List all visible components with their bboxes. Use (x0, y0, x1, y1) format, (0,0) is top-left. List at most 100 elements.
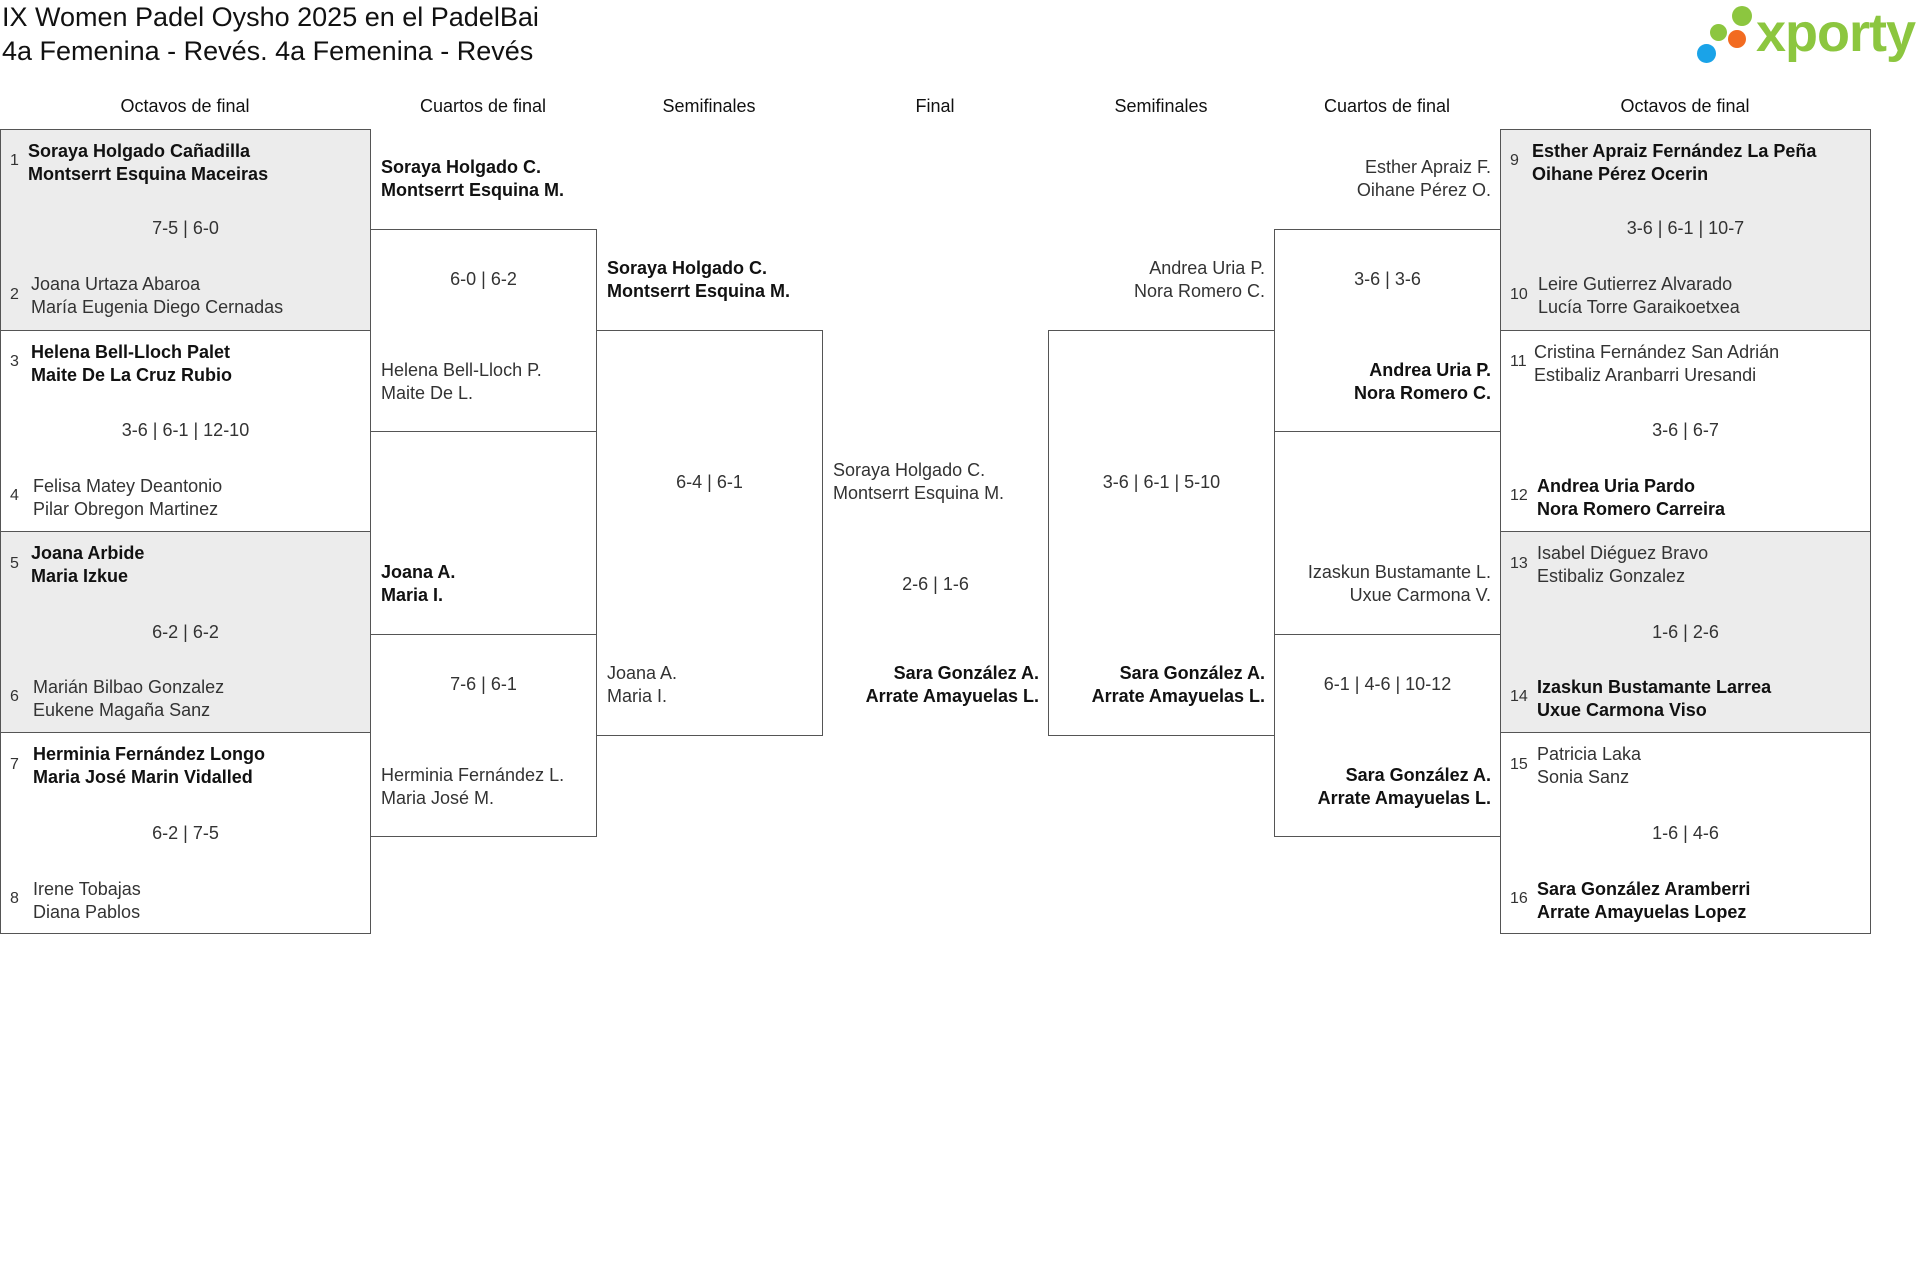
team-name: Estibaliz Aranbarri Uresandi (1534, 365, 1757, 385)
final-score: 2-6 | 1-6 (902, 574, 969, 594)
seed-number: 9 (1510, 152, 1519, 169)
team-name: Sara González A. (1345, 765, 1491, 785)
header-left-octavos: Octavos de final (120, 96, 250, 116)
team-name: Cristina Fernández San Adrián (1534, 342, 1780, 362)
match-left-r16-3[interactable] (0, 531, 371, 733)
match-right-r16-1[interactable] (1500, 129, 1871, 331)
seed-number: 10 (1510, 286, 1528, 303)
header-left-cuartos: Cuartos de final (419, 96, 547, 116)
team-name: Uxue Carmona Viso (1537, 700, 1707, 720)
team-name: Izaskun Bustamante Larrea (1537, 677, 1772, 697)
team-name: Arrate Amayuelas L. (1091, 686, 1265, 706)
team-name: Esther Apraiz Fernández La Peña (1532, 141, 1817, 161)
header-left-semis: Semifinales (662, 96, 756, 116)
header-right-cuartos: Cuartos de final (1323, 96, 1451, 116)
team-name: Joana A. (381, 562, 456, 582)
team-name: Joana Arbide (31, 543, 145, 563)
team-name: Andrea Uria Pardo (1537, 476, 1696, 496)
match-score: 6-4 | 6-1 (676, 472, 743, 492)
team-name: Isabel Diéguez Bravo (1537, 543, 1709, 563)
seed-number: 12 (1510, 487, 1528, 504)
seed-number: 8 (10, 890, 19, 907)
logo-dot-small-green-icon (1710, 24, 1727, 41)
team-name: Nora Romero C. (1133, 281, 1265, 301)
team-name: Maria José M. (381, 788, 495, 808)
team-name: Andrea Uria P. (1149, 258, 1265, 278)
team-name: Soraya Holgado C. (607, 258, 768, 278)
header-right-semis: Semifinales (1114, 96, 1208, 116)
match-score: 3-6 | 3-6 (1354, 269, 1421, 289)
match-score: 3-6 | 6-1 | 5-10 (1102, 472, 1221, 492)
team-name: Montserrt Esquina M. (381, 180, 565, 200)
team-name: Felisa Matey Deantonio (33, 476, 223, 496)
team-name: Soraya Holgado Cañadilla (28, 141, 251, 161)
seed-number: 15 (1510, 756, 1528, 773)
logo-dot-blue-icon (1697, 44, 1716, 63)
seed-number: 2 (10, 286, 19, 303)
team-name: Esther Apraiz F. (1364, 157, 1491, 177)
team-name: Eukene Magaña Sanz (33, 700, 211, 720)
match-score: 6-0 | 6-2 (450, 269, 517, 289)
match-score: 6-2 | 7-5 (152, 823, 219, 843)
seed-number: 11 (1510, 353, 1527, 370)
team-name: Lucía Torre Garaikoetxea (1538, 297, 1740, 317)
team-name: Helena Bell-Lloch P. (381, 360, 542, 380)
team-name: Arrate Amayuelas L. (1317, 788, 1491, 808)
team-name: Uxue Carmona V. (1349, 585, 1491, 605)
team-name: Montserrt Esquina M. (607, 281, 791, 301)
team-name: Marián Bilbao Gonzalez (33, 677, 225, 697)
team-name: Leire Gutierrez Alvarado (1538, 274, 1733, 294)
team-name: Herminia Fernández Longo (33, 744, 266, 764)
logo-dot-orange-icon (1728, 30, 1746, 48)
team-name: Maite De La Cruz Rubio (31, 365, 233, 385)
team-name: Andrea Uria P. (1369, 360, 1491, 380)
match-score: 1-6 | 2-6 (1652, 622, 1719, 642)
team-name: Montserrt Esquina Maceiras (28, 164, 269, 184)
match-score: 3-6 | 6-1 | 10-7 (1626, 218, 1745, 238)
seed-number: 16 (1510, 890, 1528, 907)
team-name: Sara González A. (893, 663, 1039, 683)
match-score: 7-6 | 6-1 (450, 674, 517, 694)
match-left-r16-1[interactable] (0, 129, 371, 331)
team-name: Nora Romero Carreira (1537, 499, 1726, 519)
seed-number: 7 (10, 756, 19, 773)
header-final: Final (915, 96, 955, 116)
seed-number: 13 (1510, 555, 1528, 572)
xporty-logo[interactable]: xporty (1692, 0, 1920, 70)
team-name: Joana Urtaza Abaroa (31, 274, 201, 294)
match-score: 1-6 | 4-6 (1652, 823, 1719, 843)
match-score: 7-5 | 6-0 (152, 218, 219, 238)
team-name: Nora Romero C. (1353, 383, 1491, 403)
team-name: María Eugenia Diego Cernadas (31, 297, 284, 317)
seed-number: 3 (10, 353, 19, 370)
seed-number: 1 (10, 152, 19, 169)
team-name: Oihane Pérez Ocerin (1532, 164, 1709, 184)
tournament-title: IX Women Padel Oysho 2025 en el PadelBai (2, 2, 539, 32)
category-title: 4a Femenina - Revés. 4a Femenina - Revés (2, 36, 534, 66)
team-name: Maria José Marin Vidalled (33, 767, 253, 787)
match-right-sf[interactable] (1048, 330, 1275, 736)
team-name: Sara González Aramberri (1537, 879, 1751, 899)
match-score: 6-2 | 6-2 (152, 622, 219, 642)
match-right-r16-4[interactable] (1500, 732, 1871, 934)
seed-number: 4 (10, 487, 19, 504)
team-name: Irene Tobajas (33, 879, 141, 899)
seed-number: 14 (1510, 688, 1528, 705)
team-name: Montserrt Esquina M. (833, 483, 1005, 503)
team-name: Sonia Sanz (1537, 767, 1630, 787)
team-name: Diana Pablos (33, 902, 141, 922)
match-score: 3-6 | 6-1 | 12-10 (121, 420, 250, 440)
team-name: Estibaliz Gonzalez (1537, 566, 1686, 586)
team-name: Maria I. (381, 585, 444, 605)
team-name: Maite De L. (381, 383, 474, 403)
team-name: Oihane Pérez O. (1356, 180, 1491, 200)
team-name: Maria Izkue (31, 566, 129, 586)
match-left-sf[interactable] (596, 330, 823, 736)
header-right-octavos: Octavos de final (1620, 96, 1750, 116)
team-name: Herminia Fernández L. (381, 765, 565, 785)
team-name: Soraya Holgado C. (833, 460, 986, 480)
team-name: Maria I. (607, 686, 668, 706)
logo-dot-green-icon (1732, 6, 1752, 26)
match-score: 3-6 | 6-7 (1652, 420, 1719, 440)
team-name: Helena Bell-Lloch Palet (31, 342, 231, 362)
